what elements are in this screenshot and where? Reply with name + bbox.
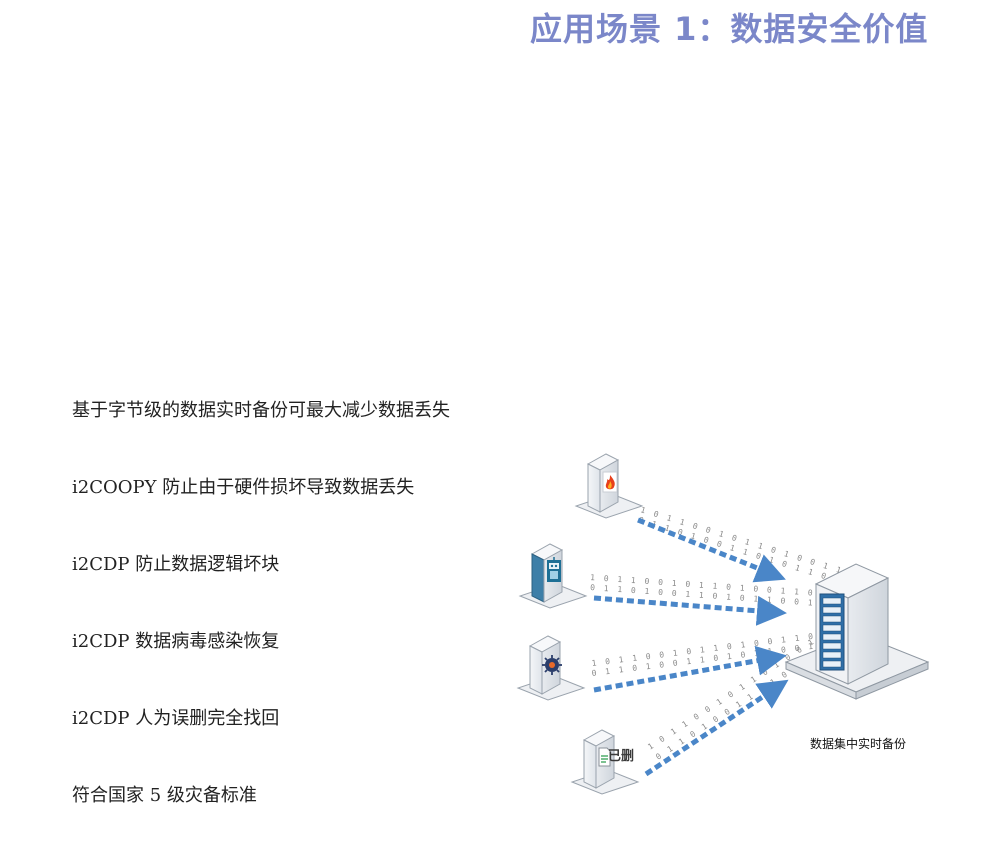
- bullet-virus-recovery: i2CDP 数据病毒感染恢复: [72, 631, 280, 652]
- arrow-2: [593, 595, 787, 626]
- server-fire: [574, 453, 644, 519]
- robot-icon: [547, 557, 561, 582]
- bullet-accidental-deletion: i2CDP 人为误删完全找回: [72, 708, 280, 729]
- arrow-3: [593, 645, 787, 693]
- server-virus: [516, 635, 586, 701]
- data-stream-2: 1 0 1 1 0 0 1 0 1 1 0 1 0 0 1 1 0 1 0 1 …: [590, 573, 829, 609]
- arrow-1: [637, 517, 786, 583]
- deleted-label: 已删: [608, 748, 634, 764]
- server-deleted: 已删: [570, 729, 640, 795]
- fire-icon: [602, 471, 618, 493]
- bullet-logical-bad-blocks: i2CDP 防止数据逻辑坏块: [72, 554, 280, 575]
- bullet-national-standard: 符合国家 5 级灾备标准: [72, 785, 257, 806]
- backup-diagram: 1 0 1 1 0 0 1 0 1 1 0 1 0 0 1 1 0 1 0 0 …: [516, 453, 930, 795]
- deleted-document-icon: [598, 747, 611, 767]
- bullet-hardware-failure: i2COOPY 防止由于硬件损坏导致数据丢失: [72, 477, 415, 498]
- slide-title: 应用场景 1：数据安全价值: [530, 10, 929, 48]
- bullet-list: 基于字节级的数据实时备份可最大减少数据丢失 i2COOPY 防止由于硬件损坏导致…: [72, 396, 450, 858]
- virus-icon: [542, 655, 562, 675]
- arrow-4: [644, 679, 789, 777]
- drive-bay-panel: [819, 593, 845, 671]
- central-backup-label: 数据集中实时备份: [810, 736, 906, 751]
- bullet-byte-level-backup: 基于字节级的数据实时备份可最大减少数据丢失: [72, 400, 450, 421]
- backup-arrows: [593, 517, 789, 777]
- central-backup-server: [784, 563, 930, 700]
- server-robot: [518, 543, 588, 609]
